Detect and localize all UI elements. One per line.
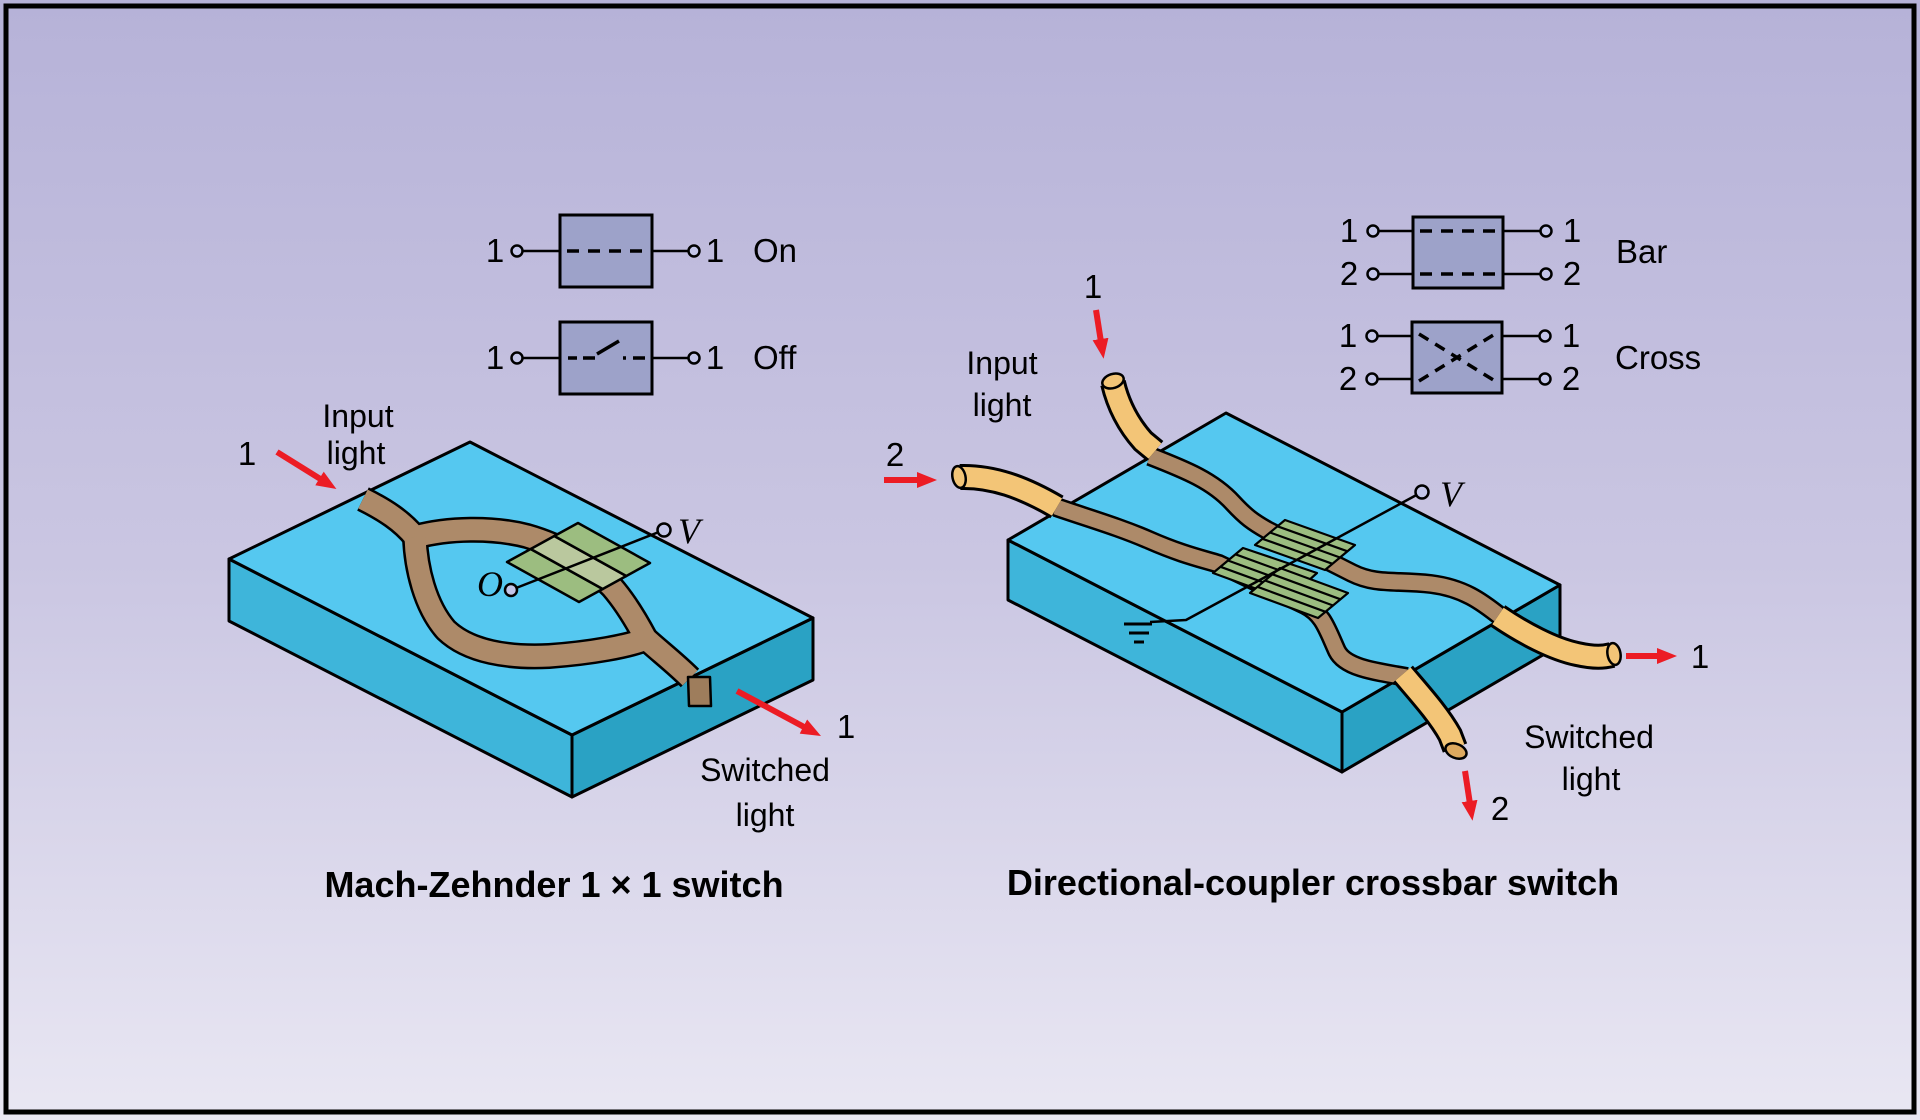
terminal-dot [1538, 329, 1552, 343]
switched-light-label-line2: light [736, 797, 795, 833]
input-light-label-line1: Input [322, 398, 393, 434]
ground-label: O [477, 564, 503, 604]
terminal-dot [1539, 224, 1553, 238]
port-label: 1 [1340, 212, 1358, 249]
switched-light-arrow-2 [1461, 770, 1478, 821]
bias-wire [510, 528, 665, 592]
terminal-dot [687, 351, 701, 365]
terminal-dot [1366, 224, 1380, 238]
output-fiber-2 [1395, 667, 1465, 752]
waveguide-end-facet [686, 675, 713, 708]
switch-box [1411, 215, 1505, 290]
open-switch-blade [596, 339, 620, 356]
fiber-end-cap [1444, 742, 1468, 760]
bias-wire [1149, 490, 1423, 624]
input-light-arrow-1 [1092, 309, 1109, 359]
electrode-strip [553, 521, 652, 578]
electrode-divider [1269, 531, 1341, 559]
terminal-dot [1539, 267, 1553, 281]
output-port-number-2: 2 [1491, 790, 1509, 827]
mz-symbol-off: 1 1 Off [486, 320, 797, 396]
fiber-end-cap [950, 464, 968, 490]
state-label-on: On [753, 232, 797, 269]
port-label: 1 [706, 232, 724, 269]
switched-light-label-line1: Switched [1524, 719, 1654, 755]
switched-light-arrow [735, 688, 821, 737]
dc-electrodes [1211, 518, 1357, 620]
output-port-number-1: 1 [1691, 638, 1709, 675]
dc-panel: 1 2 1 2 Bar 1 2 [884, 212, 1709, 903]
input-port-number-2: 2 [886, 436, 904, 473]
port-label: 1 [1562, 317, 1580, 354]
input-port-number-1: 1 [1084, 268, 1102, 305]
port-label: 2 [1340, 255, 1358, 292]
fiber-end-cap [1606, 641, 1622, 667]
input-fiber-2 [959, 466, 1063, 516]
state-label-bar: Bar [1616, 233, 1667, 270]
dc-symbol-cross: 1 2 1 2 Cross [1339, 317, 1701, 397]
input-light-label-line2: light [327, 435, 386, 471]
electrode-divider [1272, 573, 1341, 601]
electrode-divider [1257, 585, 1326, 613]
mz-symbol-on: 1 1 On [486, 213, 797, 289]
port-label: 2 [1562, 360, 1580, 397]
port-label: 2 [1563, 255, 1581, 292]
terminal-dot [687, 244, 701, 258]
state-label-off: Off [753, 339, 797, 376]
voltage-label: V [678, 511, 704, 551]
fiber-end-cap [1101, 372, 1125, 390]
input-light-label-line2: light [973, 387, 1032, 423]
dc-fibers [950, 372, 1622, 760]
dc-symbol-bar: 1 2 1 2 Bar [1340, 212, 1668, 292]
terminal-dot [1538, 372, 1552, 386]
port-label: 1 [1563, 212, 1581, 249]
voltage-terminal-dot [656, 522, 672, 538]
electrode-divider [1277, 525, 1348, 553]
mz-panel: 1 1 On 1 1 Off [227, 213, 855, 905]
input-light-label-line1: Input [966, 345, 1037, 381]
figure-border [3, 3, 1917, 1115]
output-fiber-1 [1492, 607, 1615, 667]
port-label: 1 [486, 339, 504, 376]
cross-path-dashed [1418, 332, 1496, 383]
mz-electrodes [505, 521, 652, 604]
port-label: 1 [486, 232, 504, 269]
state-label-cross: Cross [1615, 339, 1701, 376]
dc-caption: Directional-coupler crossbar switch [1007, 862, 1619, 903]
ground-symbol [1124, 622, 1152, 644]
voltage-label: V [1440, 474, 1466, 514]
input-light-arrow [275, 449, 337, 489]
port-label: 1 [706, 339, 724, 376]
terminal-dot [1365, 372, 1379, 386]
terminal-dot [510, 244, 524, 258]
mz-caption: Mach-Zehnder 1 × 1 switch [324, 864, 783, 905]
input-port-number: 1 [238, 435, 256, 472]
ground-terminal-dot [503, 582, 519, 598]
port-label: 2 [1339, 360, 1357, 397]
electrode-divider [1264, 579, 1334, 607]
dc-waveguide [1053, 449, 1506, 685]
output-port-number: 1 [837, 708, 855, 745]
mz-chip: O V [227, 440, 815, 799]
terminal-dot [1365, 329, 1379, 343]
terminal-dot [1366, 267, 1380, 281]
switched-light-label-line1: Switched [700, 752, 830, 788]
electrode-divider [1262, 537, 1333, 565]
input-fiber-1 [1103, 380, 1162, 459]
port-label: 1 [1339, 317, 1357, 354]
switched-light-label-line2: light [1562, 761, 1621, 797]
terminal-dot [510, 351, 524, 365]
voltage-terminal-dot [1414, 484, 1430, 500]
